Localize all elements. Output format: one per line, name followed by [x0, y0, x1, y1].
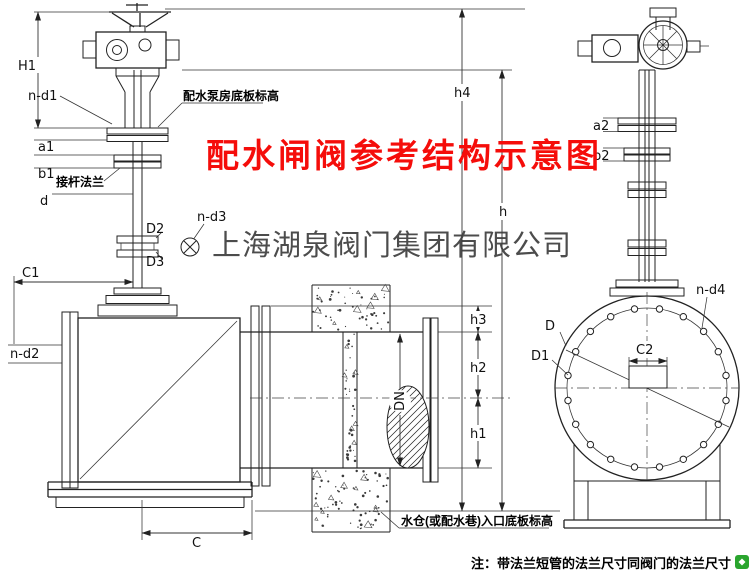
dim-label-D2: D2: [146, 222, 164, 237]
green-seal-glyph: [738, 558, 746, 566]
left-actuator: [82, 3, 180, 69]
dim-label-h4: h4: [454, 86, 471, 101]
left-view: [8, 3, 560, 533]
dim-label-b1: b1: [38, 167, 55, 182]
left-valve-body: [8, 311, 253, 508]
dim-label-DN: DN: [393, 391, 408, 411]
outlet-pipe: [240, 305, 439, 487]
annotation-pump-room-floor: 配水泵房底板标高: [183, 88, 279, 103]
dim-label-H1: H1: [18, 59, 36, 74]
company-watermark: 上海湖泉阀门集团有限公司: [212, 229, 572, 262]
dim-label-C1: C1: [22, 266, 39, 281]
dim-label-C: C: [192, 536, 201, 551]
dim-label-D1: D1: [531, 349, 549, 364]
mount-flange: [106, 127, 169, 135]
right-dimensions: a2 b2 n-d4 D D1 C2: [531, 117, 725, 376]
center-boss: [628, 365, 668, 389]
dim-label-n-d1: n-d1: [28, 89, 57, 104]
bonnet-flange: [97, 304, 178, 317]
note-text: 注：带法兰短管的法兰尺寸同阀门的法兰尺寸: [471, 556, 731, 571]
dim-label-n-d2: n-d2: [10, 347, 39, 362]
concrete-speckles: [312, 283, 390, 530]
page-title: 配水闸阀参考结构示意图: [206, 137, 602, 174]
dim-label-h1: h1: [470, 427, 487, 442]
left-stem-assembly: [97, 68, 178, 317]
footer-note: 注：带法兰短管的法兰尺寸同阀门的法兰尺寸: [471, 555, 749, 571]
dimension-annotations: H1 n-d1 a1 b1 d D2 D3 n-d3 C1 n-d2 C DN …: [10, 8, 553, 551]
bypass-valve-symbol-icon: [180, 223, 205, 257]
stem-flange-upper: [116, 235, 159, 244]
dim-label-h3: h3: [470, 313, 487, 328]
outlet-flange: [250, 305, 260, 487]
actuator-dial-icon: [106, 39, 128, 61]
bolt-circle: [566, 307, 728, 469]
right-actuator: [577, 7, 709, 70]
right-base-flange: [563, 519, 731, 529]
dim-label-d: d: [40, 194, 48, 209]
dim-label-h2: h2: [470, 361, 487, 376]
dim-label-a1: a1: [38, 140, 54, 155]
dim-label-n-d3: n-d3: [197, 210, 226, 225]
dim-label-D: D: [545, 319, 555, 334]
bolt-holes: [564, 305, 730, 471]
dim-label-C2: C2: [636, 343, 653, 358]
annotation-stem-flange: 接杆法兰: [56, 174, 104, 189]
concrete-wall: [311, 283, 391, 533]
bottom-flange: [47, 481, 253, 498]
right-view: a2 b2 n-d4 D D1 C2: [531, 7, 740, 529]
annotation-sump-inlet-floor: 水仓(或配水巷)入口底板标高: [401, 513, 553, 528]
stem-connecting-flange: [113, 154, 162, 162]
dim-label-a2: a2: [593, 119, 609, 134]
watermarks: 配水闸阀参考结构示意图 上海湖泉阀门集团有限公司: [206, 137, 602, 262]
stem-flange-lower: [116, 249, 159, 258]
dim-label-h: h: [499, 205, 507, 220]
dim-label-D3: D3: [146, 255, 164, 270]
dim-label-b2: b2: [593, 149, 610, 164]
dim-label-n-d4: n-d4: [696, 283, 725, 298]
right-valve-body: [554, 292, 740, 529]
